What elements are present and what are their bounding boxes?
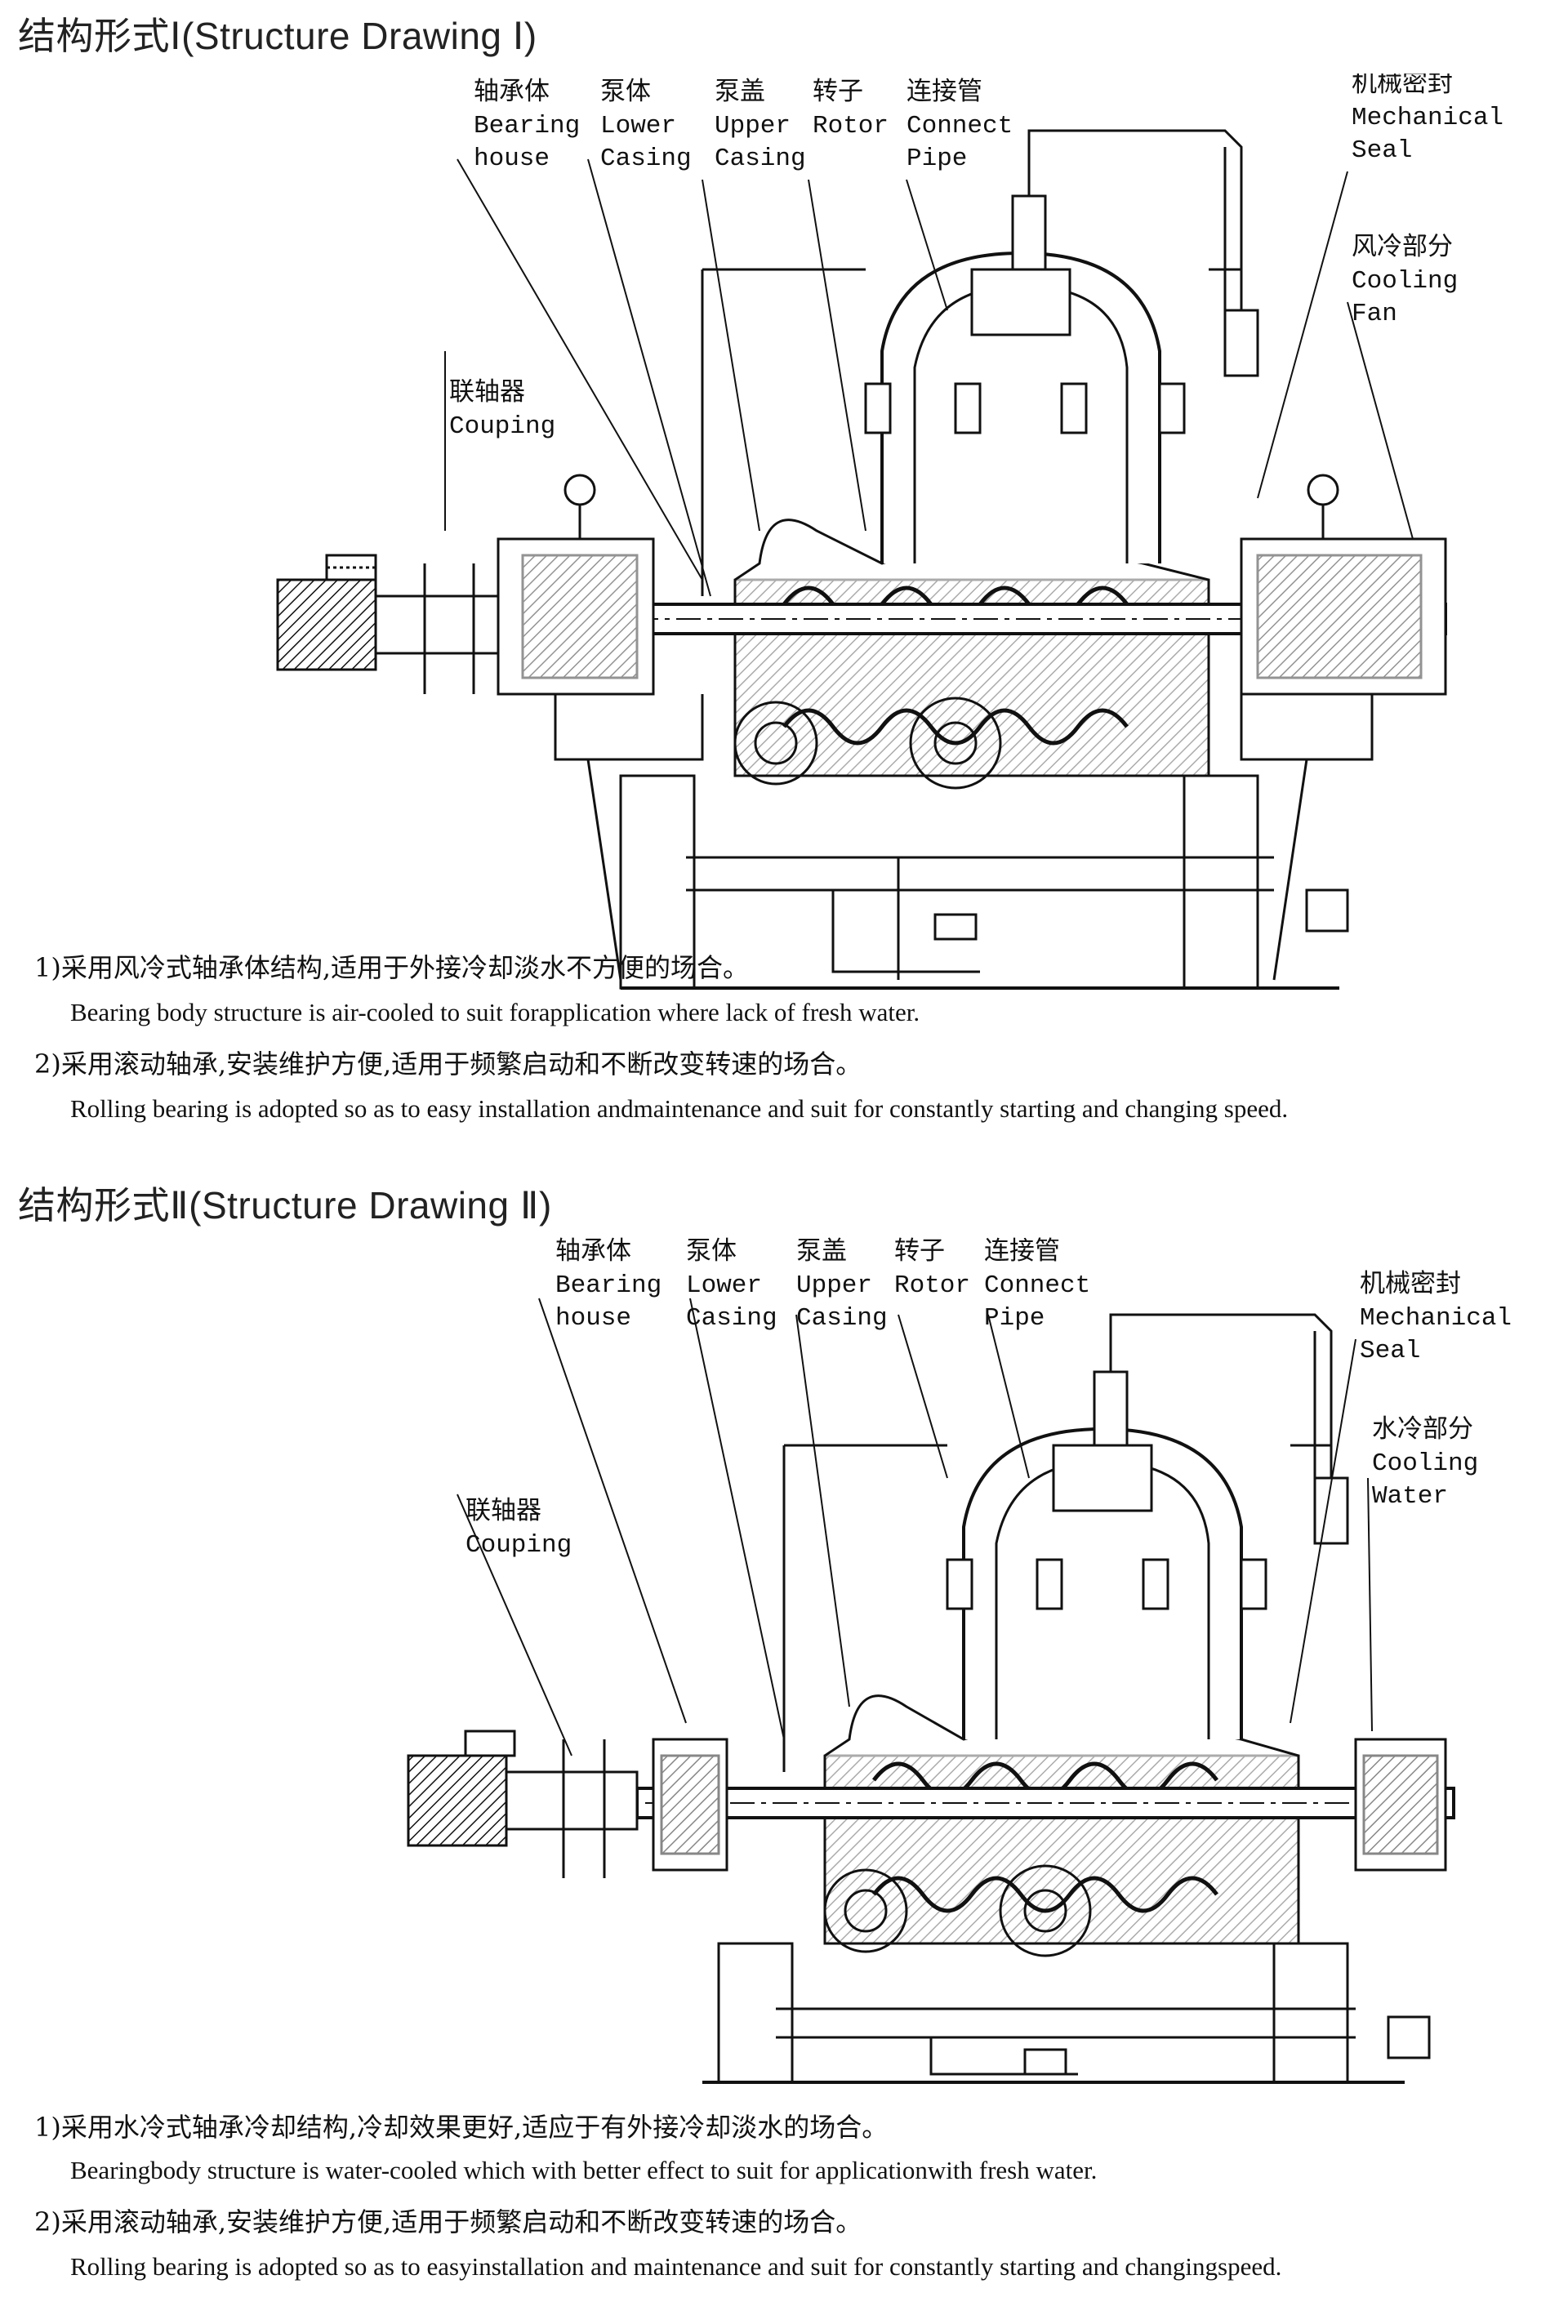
drawing2-note1-cn: 1)采用水冷式轴承冷却结构,冷却效果更好,适应于有外接冷却淡水的场合。 xyxy=(34,2112,889,2143)
label-bearing-house-en1: Bearing xyxy=(555,1271,662,1300)
label-cooling-en1: Cooling xyxy=(1372,1449,1478,1478)
label-upper-casing-en1: Upper xyxy=(715,112,791,140)
label-upper-casing-cn: 泵盖 xyxy=(715,77,765,106)
label-mechanical-seal-cn: 机械密封 xyxy=(1360,1269,1461,1298)
label-cooling-en2: Water xyxy=(1372,1482,1448,1511)
label-cooling-en1: Cooling xyxy=(1352,267,1458,296)
label-couping-en1: Couping xyxy=(449,412,555,441)
label-cooling-cn: 风冷部分 xyxy=(1352,232,1453,261)
label-lower-casing-en2: Casing xyxy=(600,145,692,173)
label-mechanical-seal-en1: Mechanical xyxy=(1360,1304,1512,1333)
label-cooling-en2: Fan xyxy=(1352,300,1397,328)
label-upper-casing-en1: Upper xyxy=(796,1271,872,1300)
drawing1-note1-en: Bearing body structure is air-cooled to … xyxy=(70,998,920,1026)
label-upper-casing-en2: Casing xyxy=(796,1304,888,1333)
label-mechanical-seal-en2: Seal xyxy=(1360,1337,1420,1365)
label-mechanical-seal-en2: Seal xyxy=(1352,136,1412,165)
label-bearing-house-cn: 轴承体 xyxy=(555,1236,631,1266)
label-lower-casing-en2: Casing xyxy=(686,1304,777,1333)
label-connect-pipe-cn: 连接管 xyxy=(984,1236,1060,1266)
label-connect-pipe-en1: Connect xyxy=(906,112,1013,140)
label-lower-casing-cn: 泵体 xyxy=(686,1236,737,1266)
drawing2-title: 结构形式Ⅱ(Structure Drawing Ⅱ) xyxy=(18,1184,552,1227)
drawing1-note2-en: Rolling bearing is adopted so as to easy… xyxy=(70,1094,1289,1123)
label-rotor-cn: 转子 xyxy=(813,77,863,106)
label-lower-casing-en1: Lower xyxy=(686,1271,762,1300)
label-rotor-en1: Rotor xyxy=(813,112,889,140)
label-upper-casing-cn: 泵盖 xyxy=(796,1236,847,1266)
pump-drawing-1: 轴承体 Bearing house 泵体 Lower Casing 泵盖 Upp… xyxy=(276,73,1503,990)
label-bearing-house-cn: 轴承体 xyxy=(474,77,550,106)
label-lower-casing-en1: Lower xyxy=(600,112,676,140)
label-rotor-cn: 转子 xyxy=(894,1236,945,1266)
label-couping-cn: 联轴器 xyxy=(466,1496,541,1525)
label-connect-pipe-cn: 连接管 xyxy=(906,77,982,106)
drawing1-title: 结构形式Ⅰ(Structure Drawing Ⅰ) xyxy=(18,15,537,57)
label-upper-casing-en2: Casing xyxy=(715,145,806,173)
label-connect-pipe-en1: Connect xyxy=(984,1271,1090,1300)
label-bearing-house-en2: house xyxy=(474,145,550,173)
drawing2-note2-en: Rolling bearing is adopted so as to easy… xyxy=(70,2252,1282,2281)
label-mechanical-seal-cn: 机械密封 xyxy=(1352,73,1453,98)
drawing1-note1-cn: 1)采用风冷式轴承体结构,适用于外接冷却淡水不方便的场合。 xyxy=(34,952,750,983)
label-couping-cn: 联轴器 xyxy=(449,377,525,407)
label-connect-pipe-en2: Pipe xyxy=(906,145,967,173)
label-cooling-cn: 水冷部分 xyxy=(1372,1414,1473,1444)
label-bearing-house-en2: house xyxy=(555,1304,631,1333)
drawing2-note1-en: Bearingbody structure is water-cooled wh… xyxy=(70,2156,1098,2184)
pump-drawing-2: 轴承体 Bearing house 泵体 Lower Casing 泵盖 Upp… xyxy=(407,1236,1512,2084)
label-mechanical-seal-en1: Mechanical xyxy=(1352,104,1503,132)
drawing1-note2-cn: 2)采用滚动轴承,安装维护方便,适用于频繁启动和不断改变转速的场合。 xyxy=(34,1048,862,1080)
label-lower-casing-cn: 泵体 xyxy=(600,77,651,106)
label-rotor-en1: Rotor xyxy=(894,1271,970,1300)
drawing2-note2-cn: 2)采用滚动轴承,安装维护方便,适用于频繁启动和不断改变转速的场合。 xyxy=(34,2206,862,2237)
label-couping-en1: Couping xyxy=(466,1531,572,1560)
label-connect-pipe-en2: Pipe xyxy=(984,1304,1045,1333)
label-bearing-house-en1: Bearing xyxy=(474,112,580,140)
